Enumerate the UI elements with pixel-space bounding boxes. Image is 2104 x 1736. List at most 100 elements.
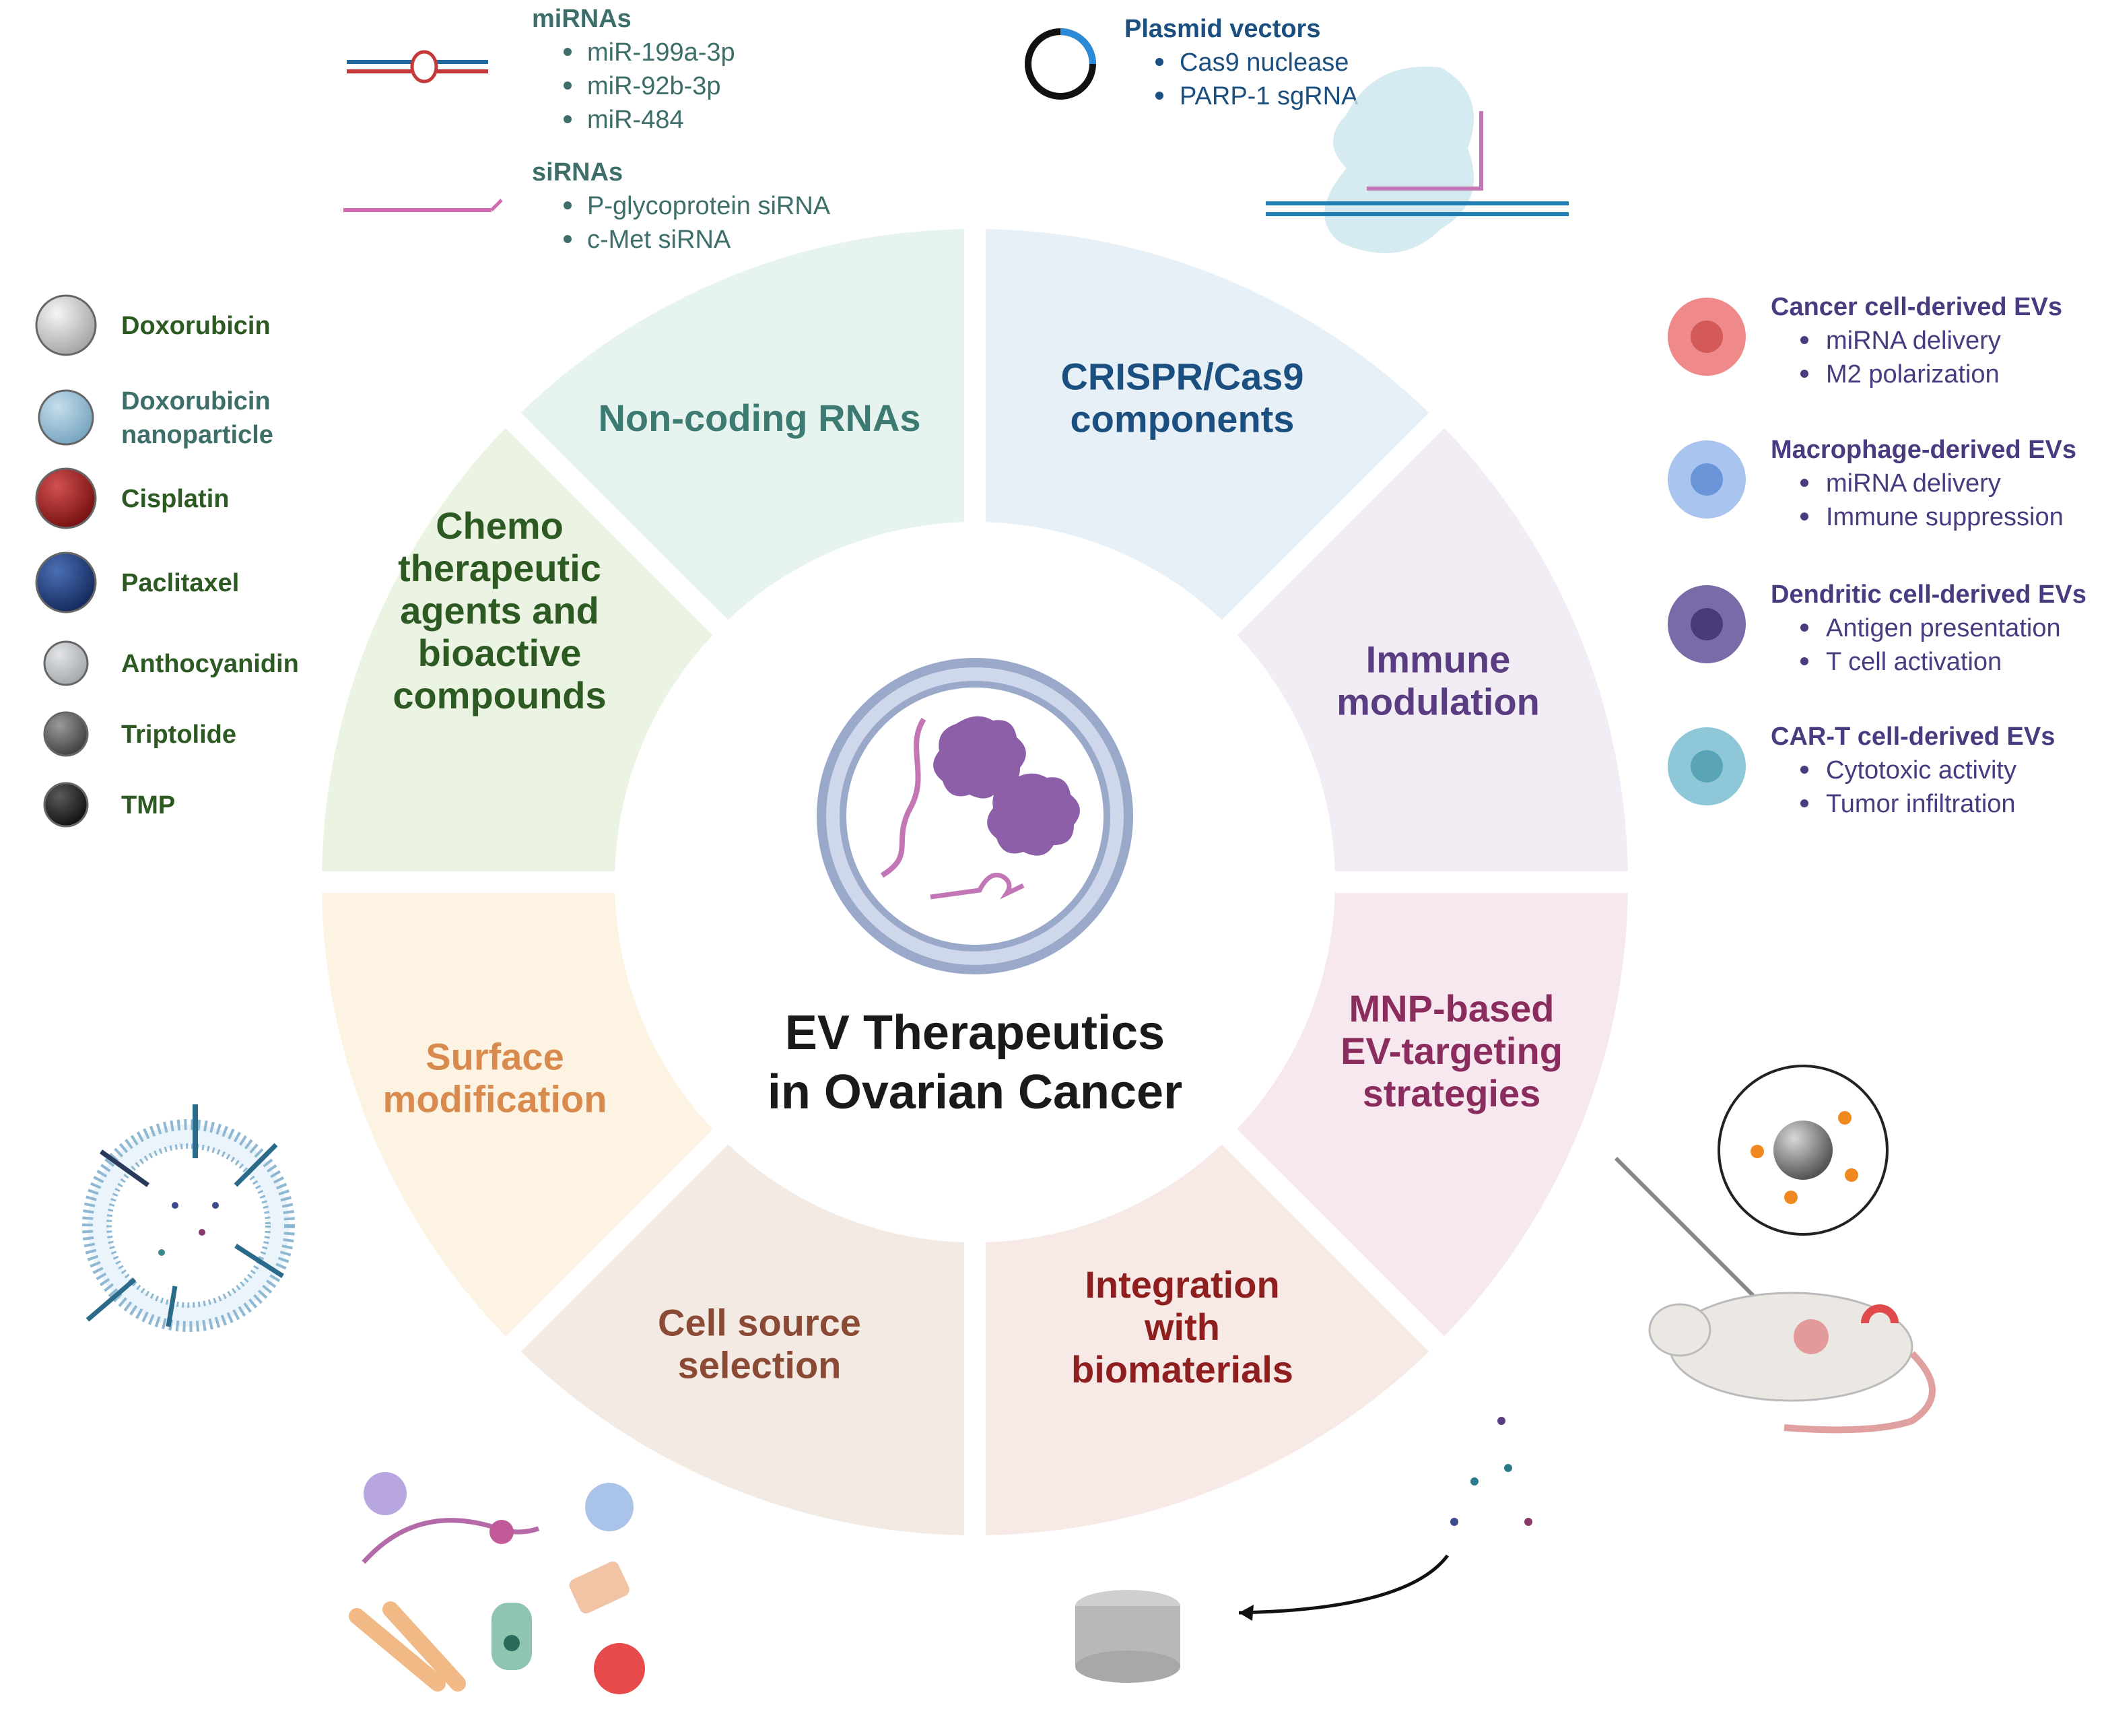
surface-modified-ev-icon (82, 1104, 295, 1332)
bullet-icon (1800, 370, 1808, 378)
segment-label-mnp: MNP-based (1349, 987, 1555, 1030)
mirnas-block: miRNAs miR-199a-3p miR-92b-3p miR-484 (347, 5, 735, 134)
ev-source-item: Tumor infiltration (1826, 790, 2016, 818)
drug-sphere-icon (43, 711, 89, 757)
ev-source-item: T cell activation (1826, 648, 2002, 676)
segment-label-cell-source: selection (678, 1344, 842, 1387)
mirnas-heading: miRNAs (532, 5, 632, 33)
segment-label-chemo: compounds (393, 674, 606, 716)
segment-chemo (322, 428, 713, 872)
segment-ring: Non-coding RNAs CRISPR/Cas9componentsImmu… (322, 229, 1628, 1535)
cell-nucleus-icon (1691, 750, 1723, 782)
bullet-icon (1800, 479, 1808, 487)
cell-nucleus-icon (1691, 463, 1723, 496)
segment-label-mnp: strategies (1363, 1072, 1541, 1114)
drug-label: Triptolide (121, 721, 236, 749)
segment-label-biomaterials: Integration (1085, 1263, 1279, 1306)
rna-strand-icon (880, 717, 926, 878)
drug-legend: DoxorubicinDoxorubicinnanoparticleCispla… (35, 294, 299, 828)
ev-source-heading: Macrophage-derived EVs (1771, 436, 2076, 464)
drug-sphere-icon (38, 389, 94, 446)
mirna-item: miR-199a-3p (587, 38, 735, 67)
sirnas-block: siRNAs P-glycoprotein siRNA c-Met siRNA (343, 158, 831, 254)
drug-sphere-icon (35, 467, 97, 529)
mnp-mouse-icon (1614, 1065, 1936, 1434)
segment-label-crispr: CRISPR/Cas9 (1060, 356, 1303, 398)
drug-label: Anthocyanidin (121, 650, 299, 678)
drug-label: Cisplatin (121, 485, 229, 513)
drug-label: nanoparticle (121, 421, 273, 449)
ev-source-item: miRNA delivery (1826, 469, 2001, 498)
plasmid-item: PARP-1 sgRNA (1180, 82, 1359, 110)
ev-source-heading: Dendritic cell-derived EVs (1771, 580, 2086, 609)
cas9-complex-icon (1266, 66, 1569, 253)
plasmid-heading: Plasmid vectors (1124, 15, 1320, 43)
mirna-item: miR-92b-3p (587, 72, 721, 100)
segment-label-chemo: agents and (400, 589, 599, 632)
segment-label-chemo: bioactive (418, 632, 582, 674)
mirna-hairpin-icon (930, 873, 1025, 900)
segment-label-biomaterials: with (1144, 1306, 1220, 1348)
ev-source-item: M2 polarization (1826, 360, 2000, 389)
drug-label: Doxorubicin (121, 312, 271, 340)
segment-non-coding-rnas (520, 229, 965, 620)
drug-sphere-icon (43, 640, 89, 686)
plasmid-item: Cas9 nuclease (1180, 48, 1349, 77)
drug-sphere-icon (35, 294, 97, 356)
ev-source-item: Immune suppression (1826, 503, 2064, 531)
bullet-icon (1800, 766, 1808, 774)
ev-source-heading: CAR-T cell-derived EVs (1771, 723, 2055, 751)
cell-nucleus-icon (1691, 608, 1723, 640)
segment-mnp (1237, 892, 1628, 1337)
segment-label-biomaterials: biomaterials (1071, 1348, 1293, 1391)
segment-surface-modification (322, 892, 713, 1337)
drug-label: Doxorubicin (121, 387, 271, 415)
segment-label-cell-source: Cell source (658, 1302, 861, 1344)
segment-cell-source (520, 1144, 965, 1535)
bullet-icon (1800, 512, 1808, 521)
segment-crispr (985, 229, 1429, 620)
drug-label: TMP (121, 791, 175, 820)
center-title-line1: EV Therapeutics (785, 1006, 1165, 1060)
segment-label-surface-modification: modification (383, 1078, 607, 1121)
ev-source-item: miRNA delivery (1826, 327, 2001, 355)
segment-biomaterials (985, 1144, 1429, 1535)
cell-types-icon (349, 1472, 645, 1694)
ev-source-heading: Cancer cell-derived EVs (1771, 293, 2062, 321)
segment-label-immune-modulation: Immune (1366, 638, 1511, 681)
drug-sphere-icon (35, 552, 97, 613)
segment-label-chemo: Chemo (436, 504, 564, 547)
protein-icon (933, 716, 1026, 799)
sirna-item: P-glycoprotein siRNA (587, 192, 831, 220)
segment-label-surface-modification: Surface (426, 1036, 564, 1078)
mirna-duplex-icon (347, 50, 488, 84)
segment-label-immune-modulation: modulation (1336, 681, 1540, 723)
bullet-icon (1800, 657, 1808, 665)
segment-immune-modulation (1237, 428, 1628, 872)
bullet-icon (1800, 336, 1808, 344)
drug-sphere-icon (43, 782, 89, 828)
central-ev-illustration (817, 658, 1133, 974)
biomaterial-scaffold-icon (1075, 1417, 1532, 1683)
ev-inner-lumen (840, 681, 1110, 952)
segment-label-crispr: components (1071, 398, 1295, 440)
sirna-strand-icon (343, 199, 503, 212)
sirnas-heading: siRNAs (532, 158, 623, 187)
bullet-icon (1800, 624, 1808, 632)
segment-label-chemo: therapeutic (398, 547, 601, 589)
sirna-item: c-Met siRNA (587, 226, 731, 254)
cell-nucleus-icon (1691, 321, 1723, 353)
plasmid-icon (1025, 28, 1096, 100)
ev-source-item: Cytotoxic activity (1826, 756, 2016, 784)
ev-source-list: Cancer cell-derived EVs miRNA delivery M2 … (1668, 293, 2086, 818)
protein-icon (987, 773, 1080, 856)
mirna-item: miR-484 (587, 106, 684, 134)
bullet-icon (1800, 799, 1808, 807)
plasmid-block: Plasmid vectors Cas9 nuclease PARP-1 sgR… (1025, 15, 1569, 253)
drug-label: Paclitaxel (121, 569, 239, 597)
segment-label-mnp: EV-targeting (1341, 1030, 1563, 1072)
ev-source-item: Antigen presentation (1826, 614, 2061, 642)
center-title-line2: in Ovarian Cancer (768, 1065, 1182, 1119)
segment-label-non-coding-rnas: Non-coding RNAs (598, 397, 920, 439)
